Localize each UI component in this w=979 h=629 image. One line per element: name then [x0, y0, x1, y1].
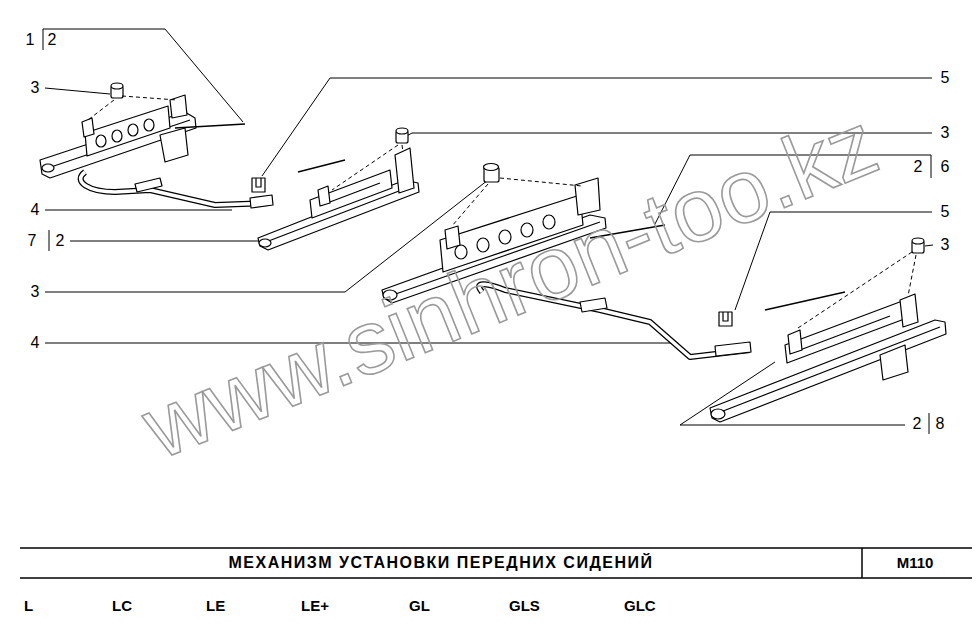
- model-code: GLC: [624, 597, 656, 615]
- callout-number: 2: [56, 232, 65, 250]
- callout-number: 4: [31, 201, 40, 219]
- callout-number: 3: [31, 79, 40, 97]
- callout-number: 7: [28, 232, 37, 250]
- callout-number: 3: [941, 124, 950, 142]
- callout-number: 1: [26, 31, 35, 49]
- model-code: LE+: [301, 597, 329, 615]
- callout-number: 5: [941, 203, 950, 221]
- watermark: www.sinhron-too.kz: [130, 92, 891, 477]
- model-code: GLS: [509, 597, 540, 615]
- callout-number: 2: [48, 31, 57, 49]
- model-code: L: [24, 597, 33, 615]
- callout-number: 3: [31, 283, 40, 301]
- model-code: LE: [206, 597, 225, 615]
- callout-number: 3: [941, 236, 950, 254]
- sheet-title: МЕХАНИЗМ УСТАНОВКИ ПЕРЕДНИХ СИДЕНИЙ: [228, 554, 653, 572]
- callout-number: 5: [941, 69, 950, 87]
- sheet-code: M110: [897, 554, 934, 572]
- callout-number: 4: [31, 334, 40, 352]
- model-code: GL: [409, 597, 430, 615]
- callout-number: 6: [941, 158, 950, 176]
- callout-number: 8: [936, 415, 945, 433]
- model-code: LC: [112, 597, 132, 615]
- callout-number: 2: [913, 415, 922, 433]
- callout-number: 2: [914, 158, 923, 176]
